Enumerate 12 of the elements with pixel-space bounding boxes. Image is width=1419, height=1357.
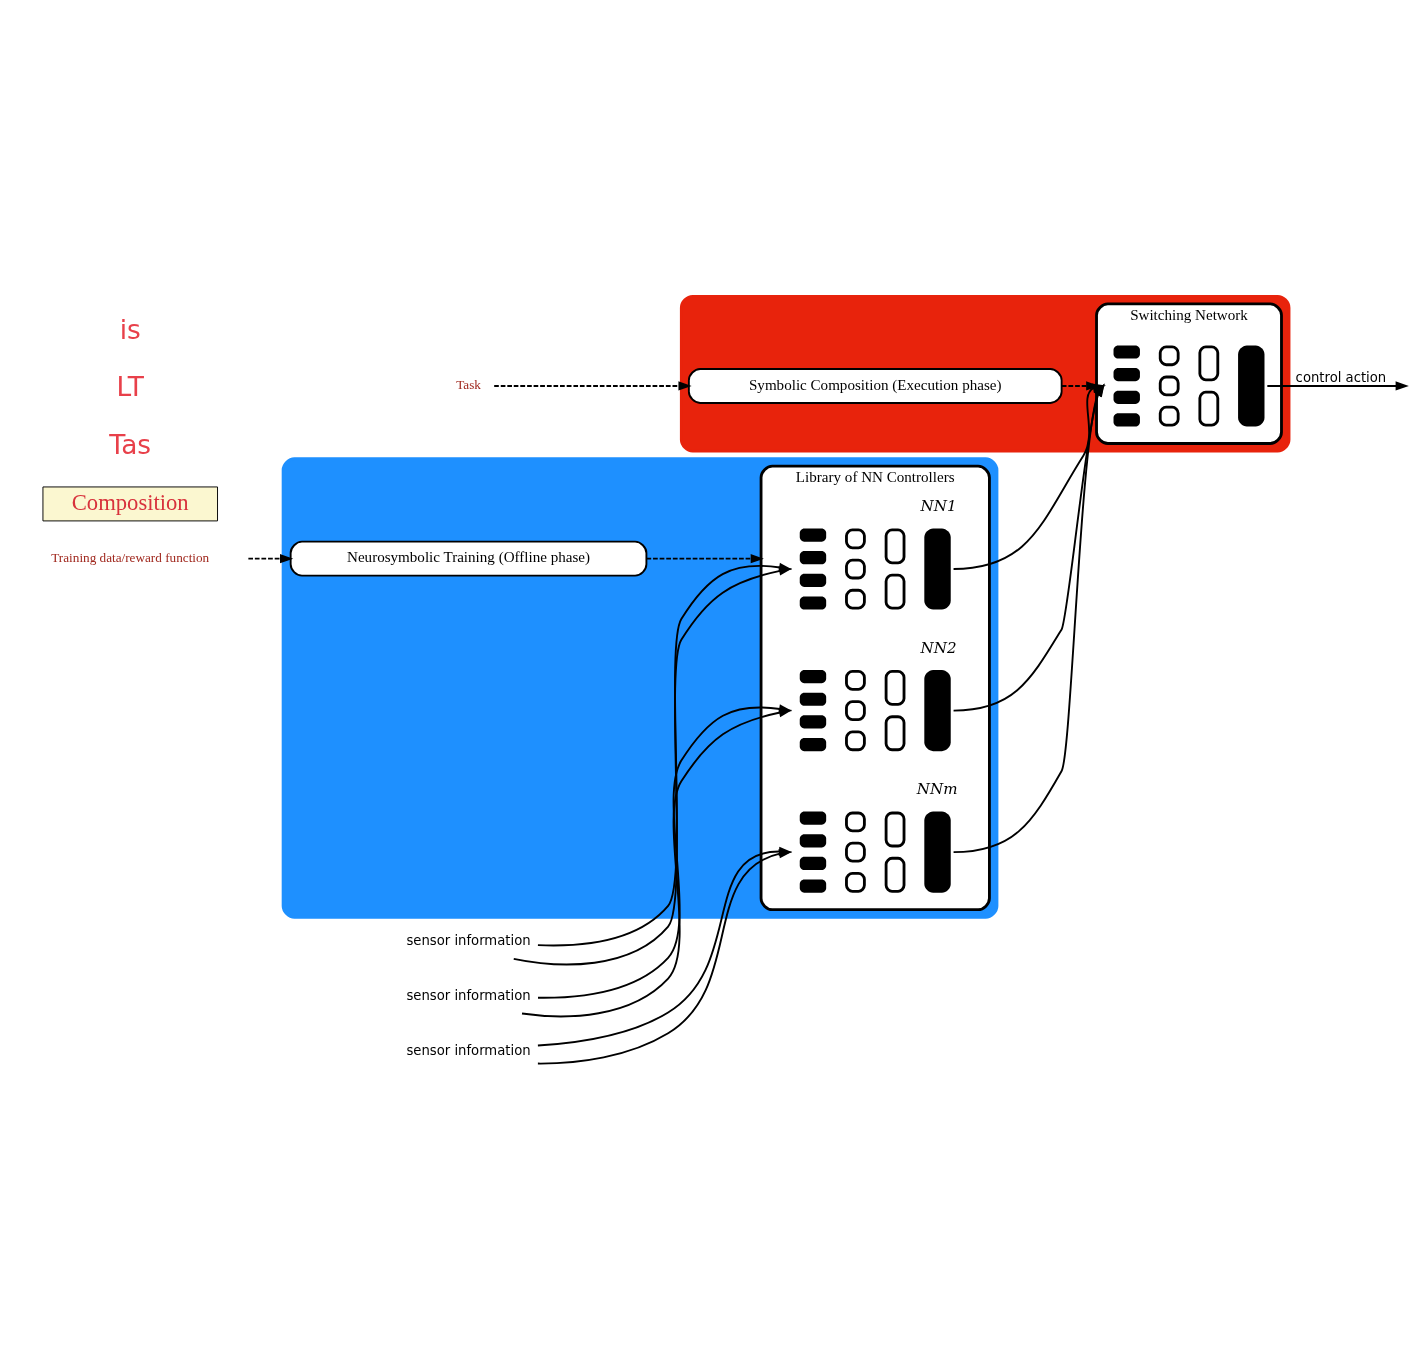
node-text: Training data/reward function (51, 550, 210, 566)
node-text: sensor information (406, 933, 531, 949)
node-label: NN2 (920, 638, 957, 657)
label: LT (116, 371, 144, 403)
node-label: NN1 (920, 497, 957, 516)
label: Tas (109, 428, 152, 460)
node-text: sensor information (406, 988, 531, 1003)
label: is (119, 313, 141, 345)
node-text: sensor information (406, 1042, 531, 1058)
node-text: Task (456, 377, 481, 393)
node-label: NNm (916, 780, 958, 799)
edge-label: control action (1295, 370, 1387, 386)
